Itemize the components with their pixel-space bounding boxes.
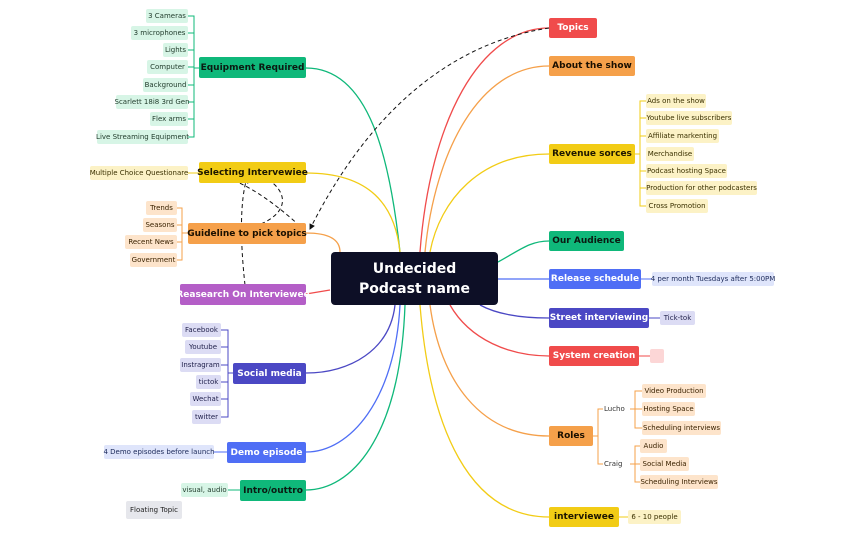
- leaf-wechat[interactable]: Wechat: [190, 392, 221, 406]
- topic-about-show[interactable]: About the show: [549, 56, 635, 76]
- topic-research-interviewee[interactable]: Reasearch On Interviewee: [176, 284, 310, 305]
- topic-our-audience[interactable]: Our Audience: [549, 231, 624, 251]
- leaf-instagram[interactable]: Instragram: [180, 358, 221, 372]
- role-lucho[interactable]: Lucho: [604, 405, 625, 413]
- leaf-government[interactable]: Government: [130, 253, 177, 267]
- leaf-social-media-craig[interactable]: Social Media: [640, 457, 689, 471]
- topic-social-media[interactable]: Social media: [233, 363, 306, 384]
- leaf-cross-promotion[interactable]: Cross Promotion: [646, 199, 708, 213]
- leaf-empty[interactable]: [650, 349, 664, 363]
- leaf-recent-news[interactable]: Recent News: [125, 235, 177, 249]
- leaf-podcast-hosting[interactable]: Podcast hosting Space: [646, 164, 727, 178]
- topic-selecting-interviewee[interactable]: Selecting Intervewiee: [197, 162, 308, 183]
- leaf-trends[interactable]: Trends: [146, 201, 177, 215]
- topic-guideline-pick-topics[interactable]: Guideline to pick topics: [187, 223, 307, 244]
- leaf-6-10-people[interactable]: 6 - 10 people: [628, 510, 681, 524]
- topic-interviewee[interactable]: interviewee: [549, 507, 619, 527]
- leaf-equipment-7[interactable]: Flex arms: [150, 112, 188, 126]
- topic-release-schedule[interactable]: Release schedule: [549, 269, 641, 289]
- leaf-equipment-5[interactable]: Background: [143, 78, 188, 92]
- leaf-hosting-space[interactable]: Hosting Space: [642, 402, 695, 416]
- leaf-seasons[interactable]: Seasons: [143, 218, 177, 232]
- leaf-equipment-8[interactable]: Live Streaming Equipment: [96, 130, 189, 144]
- topic-equipment-required[interactable]: Equipment Required: [199, 57, 306, 78]
- leaf-ads-on-show[interactable]: Ads on the show: [646, 94, 706, 108]
- leaf-demo-episodes[interactable]: 4 Demo episodes before launch: [103, 445, 215, 459]
- leaf-youtube-live[interactable]: Youtube live subscribers: [646, 111, 732, 125]
- leaf-merchandise[interactable]: Merchandise: [646, 147, 694, 161]
- topic-revenue-sources[interactable]: Revenue sorces: [549, 144, 635, 164]
- leaf-production-other[interactable]: Production for other podcasters: [646, 181, 757, 195]
- leaf-multiple-choice[interactable]: Multiple Choice Questionare: [90, 166, 188, 180]
- leaf-scheduling-interviews-craig[interactable]: Scheduling Interviews: [640, 475, 718, 489]
- leaf-equipment-4[interactable]: Computer: [147, 60, 188, 74]
- leaf-visual-audio[interactable]: visual, audio: [181, 483, 228, 497]
- leaf-audio[interactable]: Audio: [640, 439, 667, 453]
- floating-topic[interactable]: Floating Topic: [126, 501, 182, 519]
- leaf-tick-tok[interactable]: Tick-tok: [660, 311, 695, 325]
- leaf-scheduling-interviews-lucho[interactable]: Scheduling interviews: [642, 421, 721, 435]
- topic-demo-episode[interactable]: Demo episode: [227, 442, 306, 463]
- topic-street-interviewing[interactable]: Street interviewing: [549, 308, 649, 328]
- leaf-affiliate[interactable]: Affiliate markenting: [646, 129, 719, 143]
- root-topic[interactable]: Undecided Podcast name: [331, 252, 498, 305]
- leaf-equipment-6[interactable]: Scarlett 18i8 3rd Gen: [115, 95, 190, 109]
- topic-roles[interactable]: Roles: [549, 426, 593, 446]
- leaf-equipment-2[interactable]: 3 microphones: [131, 26, 188, 40]
- topic-intro-outtro[interactable]: Intro/outtro: [240, 480, 306, 501]
- leaf-equipment-3[interactable]: Lights: [163, 43, 188, 57]
- leaf-release-detail[interactable]: 4 per month Tuesdays after 5:00PM: [651, 272, 775, 286]
- role-craig[interactable]: Craig: [604, 460, 623, 468]
- topic-system-creation[interactable]: System creation: [549, 346, 639, 366]
- leaf-equipment-1[interactable]: 3 Cameras: [146, 9, 188, 23]
- leaf-tiktok[interactable]: tictok: [196, 375, 221, 389]
- topic-topics[interactable]: Topics: [549, 18, 597, 38]
- leaf-facebook[interactable]: Facebook: [182, 323, 221, 337]
- root-topic-label: Undecided Podcast name: [358, 260, 471, 297]
- leaf-video-production[interactable]: Video Production: [642, 384, 706, 398]
- leaf-youtube[interactable]: Youtube: [185, 340, 221, 354]
- leaf-twitter[interactable]: twitter: [192, 410, 221, 424]
